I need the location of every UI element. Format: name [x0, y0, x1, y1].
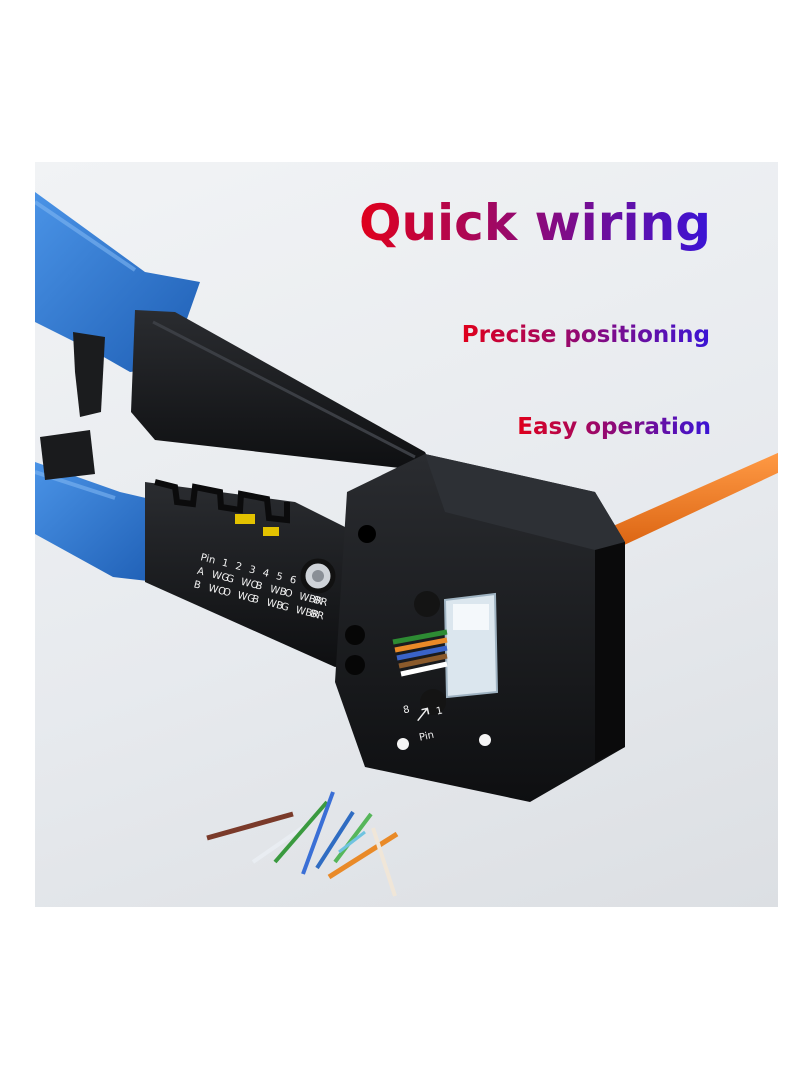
pin-row-b-cell-2: O: [222, 587, 232, 600]
trigger-lever: [73, 332, 105, 417]
die-pin-word: Pin: [418, 730, 435, 744]
pin-number-4: 5: [275, 571, 284, 583]
loose-wire-pieces: [206, 791, 399, 897]
pin-number-5: 6: [289, 574, 298, 586]
pin-row-b-cell-0: B: [193, 579, 202, 591]
pin-number-2: 3: [248, 564, 257, 576]
pin-row-a-cell-5: WB: [269, 584, 288, 599]
pin-row-a-cell-4: B: [254, 580, 263, 592]
pin-row-b-cell-4: B: [251, 594, 260, 606]
pin-row-a-cell-0: A: [196, 566, 205, 578]
die-left-num: 8: [402, 704, 411, 716]
pin-row-b-cell-3: WG: [236, 590, 256, 605]
pin-row-b-cell-6: G: [280, 601, 290, 614]
pin-row-a-cell-6: O: [283, 588, 293, 601]
pin-row-b-cell-8: BR: [309, 608, 325, 622]
headline: Quick wiring: [358, 194, 711, 252]
lower-handle-grip: [35, 462, 163, 582]
lower-jaw-body: [145, 482, 365, 667]
pin-row-a-cell-8: BR: [312, 595, 328, 609]
pin-row-a-cell-2: G: [225, 573, 235, 586]
colored-wire-bundle: [392, 629, 448, 677]
feature-precise-positioning: Precise positioning: [461, 322, 710, 348]
pin-title: Pin: [199, 552, 216, 566]
pin-number-1: 2: [234, 561, 243, 573]
pin-number-0: 1: [221, 558, 230, 570]
die-right-num: 1: [435, 705, 444, 717]
pin-row-b-cell-1: WO: [207, 583, 227, 598]
pin-row-b-cell-5: WB: [265, 598, 284, 613]
pin-number-3: 4: [261, 568, 270, 580]
pin-row-a-cell-1: WG: [210, 569, 230, 584]
ethernet-cable: [595, 452, 778, 554]
die-pin-label: 8 1 Pin: [402, 704, 444, 744]
pin-row-a-cell-3: WO: [240, 577, 260, 592]
feature-easy-operation: Easy operation: [517, 414, 711, 440]
